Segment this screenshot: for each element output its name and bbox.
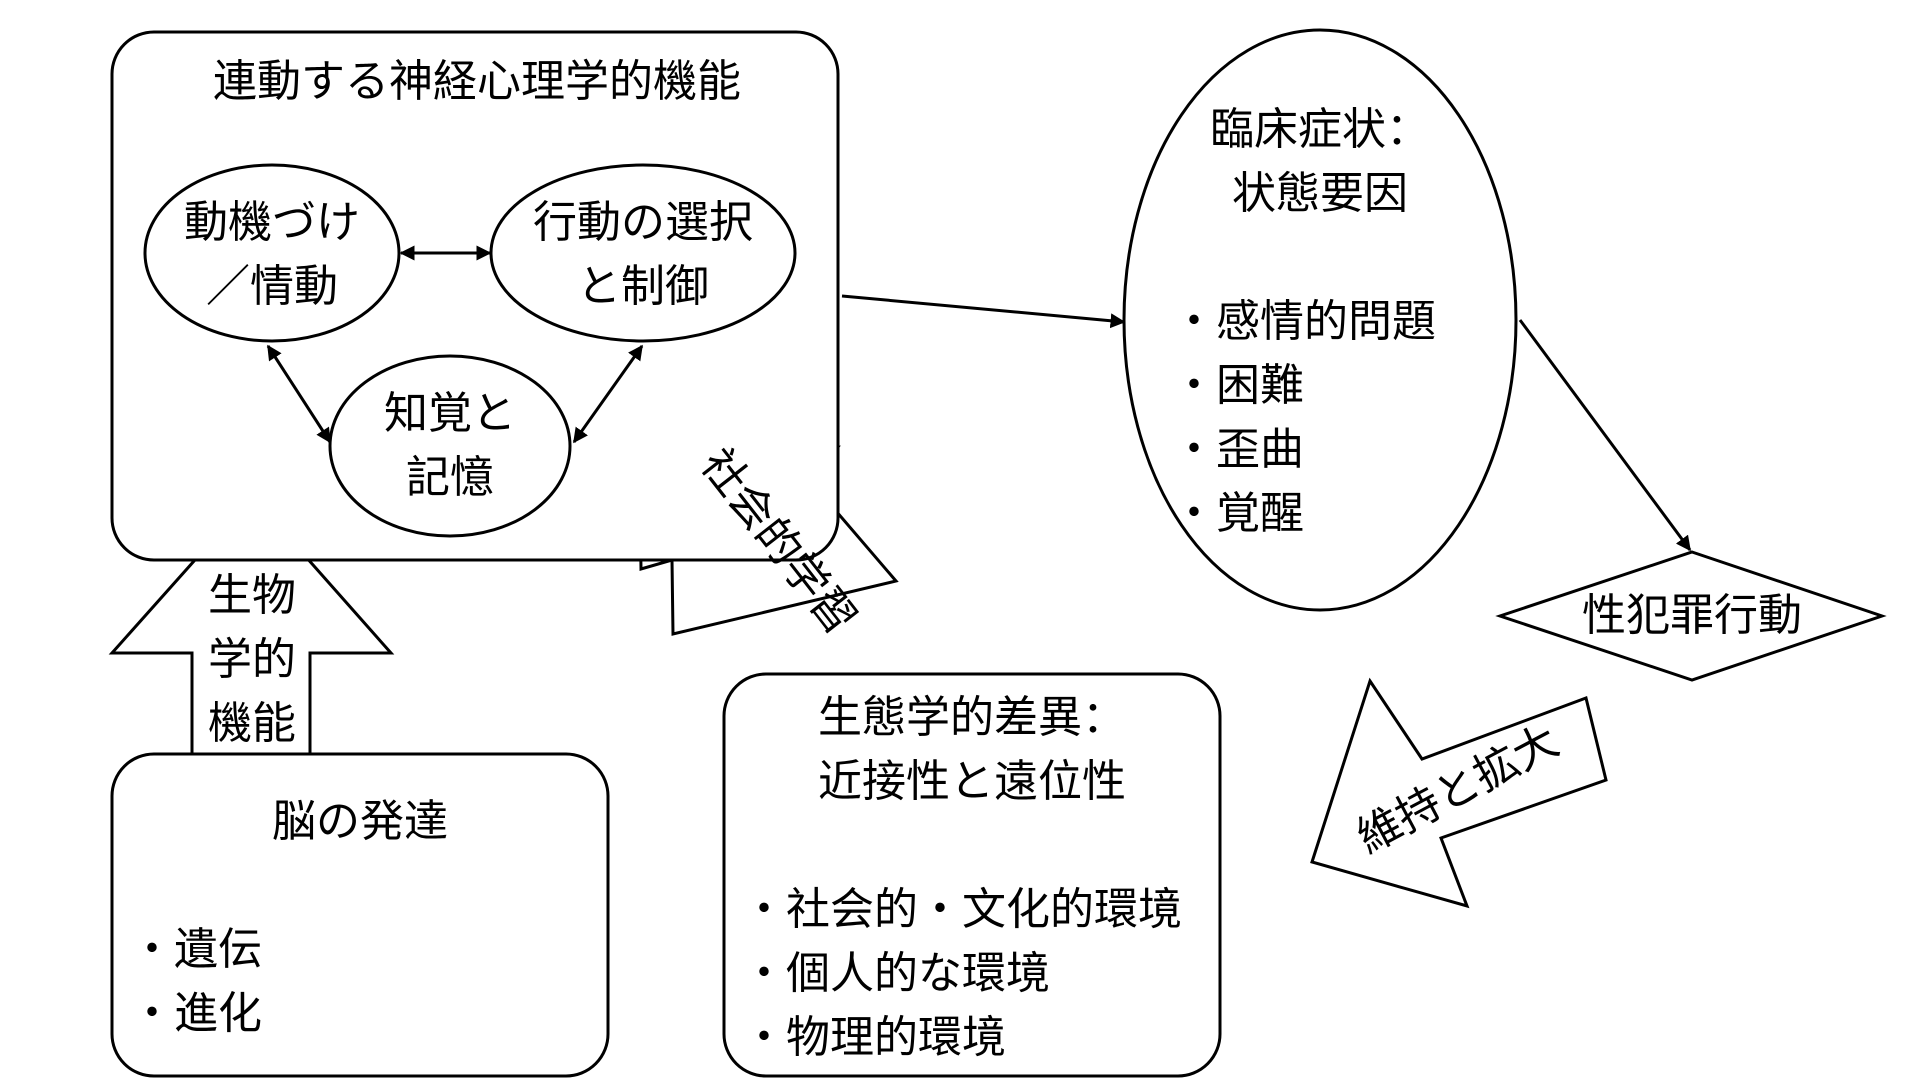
- neuro-to-clinical-arrow: [841, 294, 1126, 329]
- brain-box-title: 脳の発達: [272, 796, 448, 847]
- list-item: ・歪曲: [1172, 424, 1304, 475]
- motivation-perception-arrow: [266, 344, 332, 444]
- action-perception-arrow: [572, 344, 644, 444]
- maintenance-block-arrow: [1310, 677, 1608, 909]
- action-selection-label: 行動の選択 と制御: [533, 197, 753, 312]
- neuro-box-title: 連動する神経心理学的機能: [213, 56, 741, 107]
- list-item: ・覚醒: [1172, 488, 1304, 539]
- perception-memory-label: 知覚と 記憶: [384, 388, 516, 503]
- perception-memory-ellipse: [328, 354, 572, 538]
- sexual-offending-label: 性犯罪行動: [1582, 590, 1802, 641]
- brain-items-list: ・遺伝 ・進化: [130, 918, 262, 1046]
- list-item: ・個人的な環境: [742, 948, 1050, 999]
- list-item: ・進化: [130, 988, 262, 1039]
- list-item: ・遺伝: [130, 924, 262, 975]
- list-item: ・社会的・文化的環境: [742, 884, 1182, 935]
- clinical-title: 臨床症状： 状態要因: [1210, 104, 1430, 219]
- motivation-emotion-ellipse: [143, 163, 401, 343]
- motivation-emotion-label: 動機づけ ／情動: [184, 197, 360, 312]
- list-item: ・感情的問題: [1172, 296, 1436, 347]
- brain-development-box: [110, 752, 610, 1078]
- clinical-items-list: ・感情的問題 ・困難 ・歪曲 ・覚醒: [1172, 290, 1436, 546]
- ecology-box-title: 生態学的差異： 近接性と遠位性: [818, 692, 1126, 807]
- clinical-to-outcome-arrow: [1518, 319, 1692, 552]
- ecology-items-list: ・社会的・文化的環境 ・個人的な環境 ・物理的環境: [742, 878, 1182, 1070]
- ecological-differences-box: [722, 672, 1222, 1078]
- biological-function-label: 生物 学的 機能: [208, 570, 296, 749]
- sexual-offending-diamond: [1495, 550, 1887, 682]
- list-item: ・困難: [1172, 360, 1304, 411]
- list-item: ・物理的環境: [742, 1012, 1006, 1063]
